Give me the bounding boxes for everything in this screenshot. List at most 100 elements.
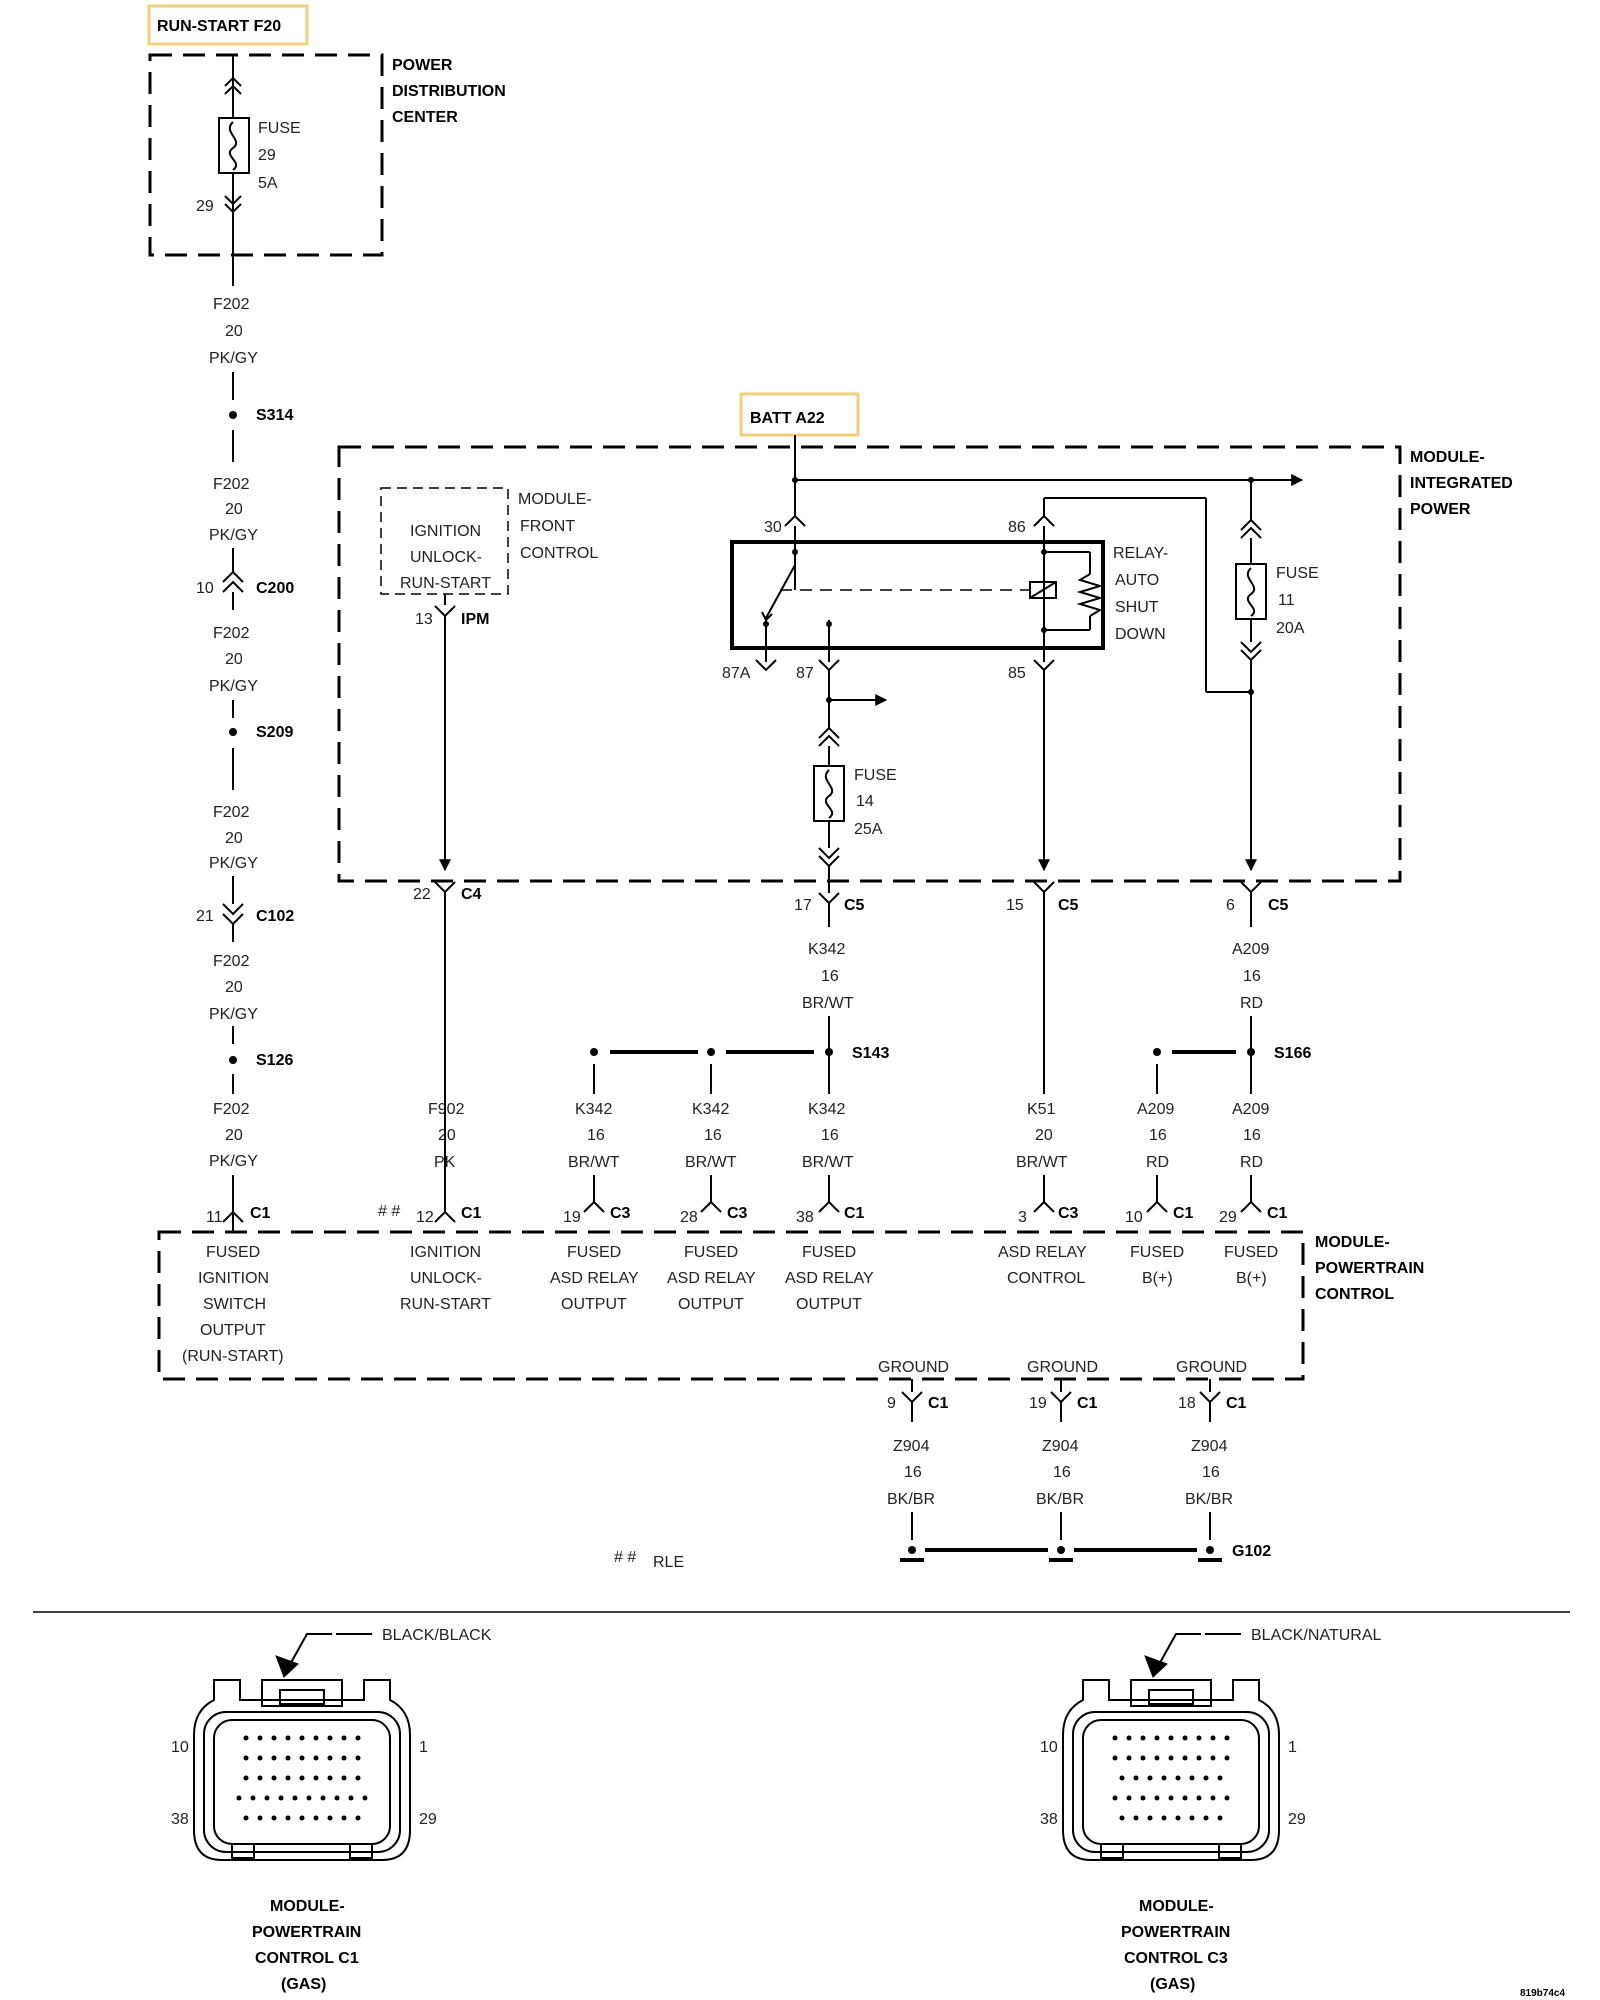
connector-pin [1182, 1755, 1188, 1761]
svg-text:16: 16 [1243, 968, 1261, 985]
pcm-wire-labels: F902 20 PK K342 16 BR/WT K342 16 BR/WT K… [428, 1064, 1269, 1202]
connector-face [213, 1719, 391, 1845]
connector-pin [257, 1735, 263, 1741]
svg-text:18: 18 [1178, 1395, 1196, 1412]
connector-pin [1224, 1795, 1230, 1801]
svg-text:F902: F902 [428, 1101, 465, 1118]
run-start-source: RUN-START F20 [147, 4, 309, 46]
svg-text:OUTPUT: OUTPUT [796, 1296, 862, 1313]
connector-view-c1 [193, 1633, 411, 1861]
svg-text:OUTPUT: OUTPUT [561, 1296, 627, 1313]
fuse-14 [813, 765, 845, 822]
svg-text:IGNITION: IGNITION [410, 1244, 481, 1261]
svg-text:FUSED: FUSED [206, 1244, 260, 1261]
svg-text:29: 29 [1219, 1209, 1237, 1226]
svg-text:S143: S143 [852, 1045, 889, 1062]
svg-text:# #: # # [614, 1549, 636, 1566]
connector-pin [243, 1815, 249, 1821]
svg-text:C3: C3 [1058, 1205, 1079, 1222]
svg-text:20: 20 [1035, 1127, 1053, 1144]
connector-foot [231, 1843, 255, 1859]
svg-text:25A: 25A [854, 821, 883, 838]
svg-text:ASD RELAY: ASD RELAY [550, 1270, 639, 1287]
connector-pin [1210, 1755, 1216, 1761]
svg-text:C1: C1 [928, 1395, 949, 1412]
svg-text:17: 17 [794, 897, 812, 914]
svg-text:30: 30 [764, 519, 782, 536]
svg-text:UNLOCK-: UNLOCK- [410, 549, 482, 566]
svg-text:CENTER: CENTER [392, 109, 458, 126]
connector-pin [1189, 1815, 1195, 1821]
svg-text:10: 10 [1125, 1209, 1143, 1226]
svg-text:MODULE-: MODULE- [1315, 1234, 1390, 1251]
svg-text:FUSE: FUSE [854, 767, 897, 784]
svg-text:DISTRIBUTION: DISTRIBUTION [392, 83, 506, 100]
svg-text:CONTROL: CONTROL [1315, 1286, 1394, 1303]
svg-text:10: 10 [196, 580, 214, 597]
connector-pin [313, 1815, 319, 1821]
connector-pin [1133, 1815, 1139, 1821]
svg-text:FUSED: FUSED [802, 1244, 856, 1261]
svg-text:OUTPUT: OUTPUT [200, 1322, 266, 1339]
connector-pin [355, 1735, 361, 1741]
connector-inner-shell [203, 1711, 401, 1853]
connector-pin [243, 1755, 249, 1761]
connector-pin [1217, 1775, 1223, 1781]
svg-text:38: 38 [1040, 1811, 1058, 1828]
svg-text:C1: C1 [461, 1205, 482, 1222]
svg-text:(RUN-START): (RUN-START) [182, 1348, 284, 1365]
svg-text:POWERTRAIN: POWERTRAIN [252, 1924, 361, 1941]
svg-text:29: 29 [258, 147, 276, 164]
svg-text:CONTROL C1: CONTROL C1 [255, 1950, 359, 1967]
connector-latch-tab [1148, 1689, 1194, 1705]
svg-text:F202: F202 [213, 1101, 250, 1118]
svg-text:C102: C102 [256, 908, 294, 925]
svg-text:13: 13 [415, 611, 433, 628]
svg-text:20: 20 [225, 323, 243, 340]
svg-text:86: 86 [1008, 519, 1026, 536]
svg-text:BK/BR: BK/BR [1185, 1491, 1233, 1508]
svg-text:UNLOCK-: UNLOCK- [410, 1270, 482, 1287]
connector-pin [292, 1795, 298, 1801]
svg-text:29: 29 [419, 1811, 437, 1828]
connector-pin [313, 1735, 319, 1741]
svg-text:IPM: IPM [461, 611, 489, 628]
connector-pin [1140, 1755, 1146, 1761]
svg-text:C1: C1 [250, 1205, 271, 1222]
connector-pin [1168, 1735, 1174, 1741]
svg-text:B(+): B(+) [1236, 1270, 1267, 1287]
svg-text:20A: 20A [1276, 620, 1305, 637]
splice-s209 [229, 728, 237, 736]
svg-text:B(+): B(+) [1142, 1270, 1173, 1287]
svg-text:C1: C1 [1226, 1395, 1247, 1412]
splice-s126 [229, 1056, 237, 1064]
svg-text:SWITCH: SWITCH [203, 1296, 266, 1313]
svg-text:A209: A209 [1137, 1101, 1174, 1118]
svg-text:RD: RD [1240, 995, 1263, 1012]
svg-text:29: 29 [196, 198, 214, 215]
connector-pin [355, 1755, 361, 1761]
svg-text:ASD RELAY: ASD RELAY [667, 1270, 756, 1287]
svg-text:RLE: RLE [653, 1554, 684, 1571]
svg-text:A209: A209 [1232, 941, 1269, 958]
connector-pin [271, 1735, 277, 1741]
connector-face [1082, 1719, 1260, 1845]
connector-pin [285, 1815, 291, 1821]
connector-pin [1119, 1815, 1125, 1821]
connector-pin [348, 1795, 354, 1801]
svg-text:BATT A22: BATT A22 [750, 410, 825, 427]
svg-text:RELAY-: RELAY- [1113, 545, 1168, 562]
svg-text:20: 20 [225, 830, 243, 847]
svg-text:IGNITION: IGNITION [410, 523, 481, 540]
connector-pin [271, 1755, 277, 1761]
svg-text:19: 19 [563, 1209, 581, 1226]
svg-text:MODULE-: MODULE- [270, 1898, 345, 1915]
svg-text:3: 3 [1018, 1209, 1027, 1226]
pcm-connector-pins: 11 C1 # # 12 C1 19 C3 28 C3 38 C1 3 C3 1… [206, 1086, 1288, 1232]
svg-text:ASD RELAY: ASD RELAY [785, 1270, 874, 1287]
svg-text:F202: F202 [213, 625, 250, 642]
svg-text:28: 28 [680, 1209, 698, 1226]
svg-text:C5: C5 [1058, 897, 1079, 914]
svg-text:INTEGRATED: INTEGRATED [1410, 475, 1513, 492]
connector-pin [327, 1815, 333, 1821]
